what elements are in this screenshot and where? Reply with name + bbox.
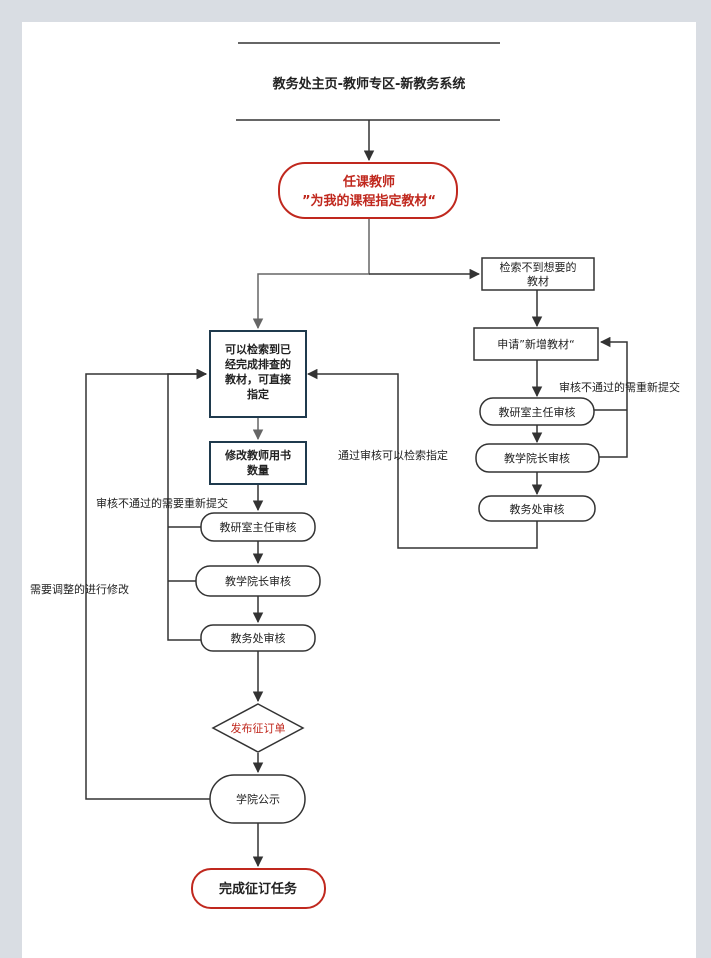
arrow-start-to-can-search: [252, 218, 370, 330]
left-dept-review-node: [200, 512, 316, 542]
flowchart-canvas: 教务处主页-教师专区-新教务系统 任课教师 ”为我的课程指定教材“ 检索不到想要…: [22, 22, 696, 958]
arrow-pass-to-can-search: [306, 368, 538, 549]
can-search-line3: 教材，可直接: [224, 372, 291, 386]
start-node-line2: ”为我的课程指定教材“: [302, 193, 436, 209]
apply-new-box: [473, 327, 599, 361]
modify-qty-line1: 修改教师用书: [224, 448, 291, 462]
right-dept-review-node: [479, 397, 595, 426]
connectors: [85, 120, 628, 868]
publish-order-diamond: [211, 703, 305, 753]
modify-qty-line2: 数量: [247, 463, 269, 477]
right-dean-review-node: [475, 443, 600, 473]
end-label: 完成征订任务: [219, 881, 298, 897]
right-office-review-label: 教务处审核: [510, 502, 565, 516]
college-notice-node: [209, 774, 306, 824]
adjust-modify-label: 需要调整的进行修改: [30, 582, 129, 596]
left-resubmit-label: 审核不通过的需要重新提交: [96, 496, 228, 510]
college-notice-label: 学院公示: [236, 792, 280, 806]
publish-order-label: 发布征订单: [231, 721, 286, 735]
header-title: 教务处主页-教师专区-新教务系统: [272, 76, 466, 92]
pass-can-search-label: 通过审核可以检索指定: [338, 448, 448, 462]
can-search-line4: 指定: [247, 387, 269, 401]
left-dean-review-label: 教学院长审核: [225, 574, 291, 588]
right-dean-review-label: 教学院长审核: [504, 451, 570, 465]
right-resubmit-label: 审核不通过的需重新提交: [559, 380, 680, 394]
left-dean-review-node: [195, 565, 321, 597]
right-dept-review-label: 教研室主任审核: [499, 405, 576, 419]
arrow-right-resubmit-loop: [599, 336, 628, 458]
modify-qty-box: [209, 441, 307, 485]
flowchart: 教务处主页-教师专区-新教务系统 任课教师 ”为我的课程指定教材“ 检索不到想要…: [30, 42, 680, 909]
left-dept-review-label: 教研室主任审核: [220, 520, 297, 534]
can-search-line1: 可以检索到已: [225, 342, 291, 356]
search-fail-box: [481, 257, 595, 291]
left-office-review-node: [200, 624, 316, 652]
start-node: [278, 162, 458, 219]
can-search-line2: 经完成排查的: [225, 357, 291, 371]
arrow-adjust-loop: [85, 368, 210, 800]
end-node: [191, 868, 326, 909]
search-fail-line1: 检索不到想要的: [500, 260, 577, 274]
start-node-line1: 任课教师: [342, 174, 395, 190]
left-office-review-label: 教务处审核: [231, 631, 286, 645]
apply-new-label: 申请”新增教材“: [497, 337, 574, 351]
can-search-box: [209, 330, 307, 418]
right-office-review-node: [478, 495, 596, 522]
search-fail-line2: 教材: [527, 274, 549, 288]
